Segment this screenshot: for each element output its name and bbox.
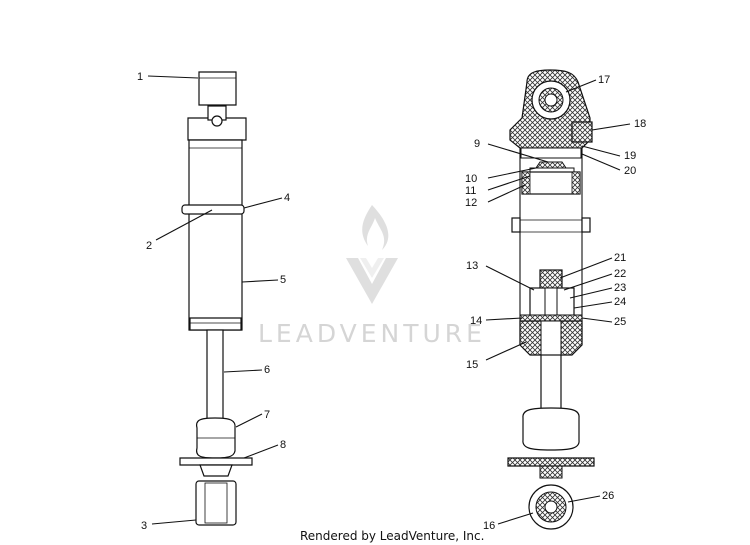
top-bolt	[211, 115, 223, 127]
callout-12: 12	[465, 197, 477, 209]
callout-19: 19	[624, 150, 636, 162]
callout-20: 20	[624, 165, 636, 177]
floating-piston	[521, 171, 581, 195]
callout-24: 24	[614, 296, 626, 308]
seat-collar	[199, 464, 233, 477]
footer-credit: Rendered by LeadVenture, Inc.	[300, 529, 484, 543]
callout-5: 5	[280, 274, 286, 286]
top-mount	[187, 117, 247, 141]
callout-9: 9	[474, 138, 480, 150]
callout-6: 6	[264, 364, 270, 376]
callout-4: 4	[284, 192, 290, 204]
top-cap	[198, 71, 237, 106]
body-band	[189, 317, 242, 331]
callout-7: 7	[264, 409, 270, 421]
callout-labels: 1 2 3 4 5 6 7 8 9 10 11 12 13 14 15 16 1…	[137, 71, 646, 532]
retaining-ring	[181, 204, 245, 215]
piston-ring	[519, 314, 583, 322]
watermark-logo	[346, 205, 398, 304]
callout-3: 3	[141, 520, 147, 532]
leader-lines	[147, 75, 631, 525]
callout-18: 18	[634, 118, 646, 130]
callout-17: 17	[598, 74, 610, 86]
callout-15: 15	[466, 359, 478, 371]
callout-11: 11	[465, 185, 476, 197]
valve-plug	[571, 121, 593, 143]
piston-shaft	[206, 329, 224, 423]
bottom-eye	[195, 480, 237, 526]
spring-seat	[179, 457, 253, 466]
callout-2: 2	[146, 240, 152, 252]
right-spring-seat	[507, 457, 595, 467]
callout-23: 23	[614, 282, 626, 294]
right-shock-cutaway	[507, 69, 595, 530]
callout-26: 26	[602, 490, 614, 502]
callout-13: 13	[466, 260, 478, 272]
callout-1: 1	[137, 71, 143, 83]
callout-10: 10	[465, 173, 477, 185]
callout-14: 14	[470, 315, 482, 327]
left-shock-assembly	[179, 71, 253, 526]
right-shaft	[540, 354, 562, 411]
watermark-text: LEADVENTURE	[258, 319, 486, 348]
callout-22: 22	[614, 268, 626, 280]
reservoir-body	[188, 139, 243, 331]
diaphragm	[535, 161, 567, 169]
callout-8: 8	[280, 439, 286, 451]
lower-bumper	[522, 407, 580, 451]
rod-nut	[539, 269, 563, 291]
callout-25: 25	[614, 316, 626, 328]
callout-16: 16	[483, 520, 495, 532]
callout-21: 21	[614, 252, 626, 264]
